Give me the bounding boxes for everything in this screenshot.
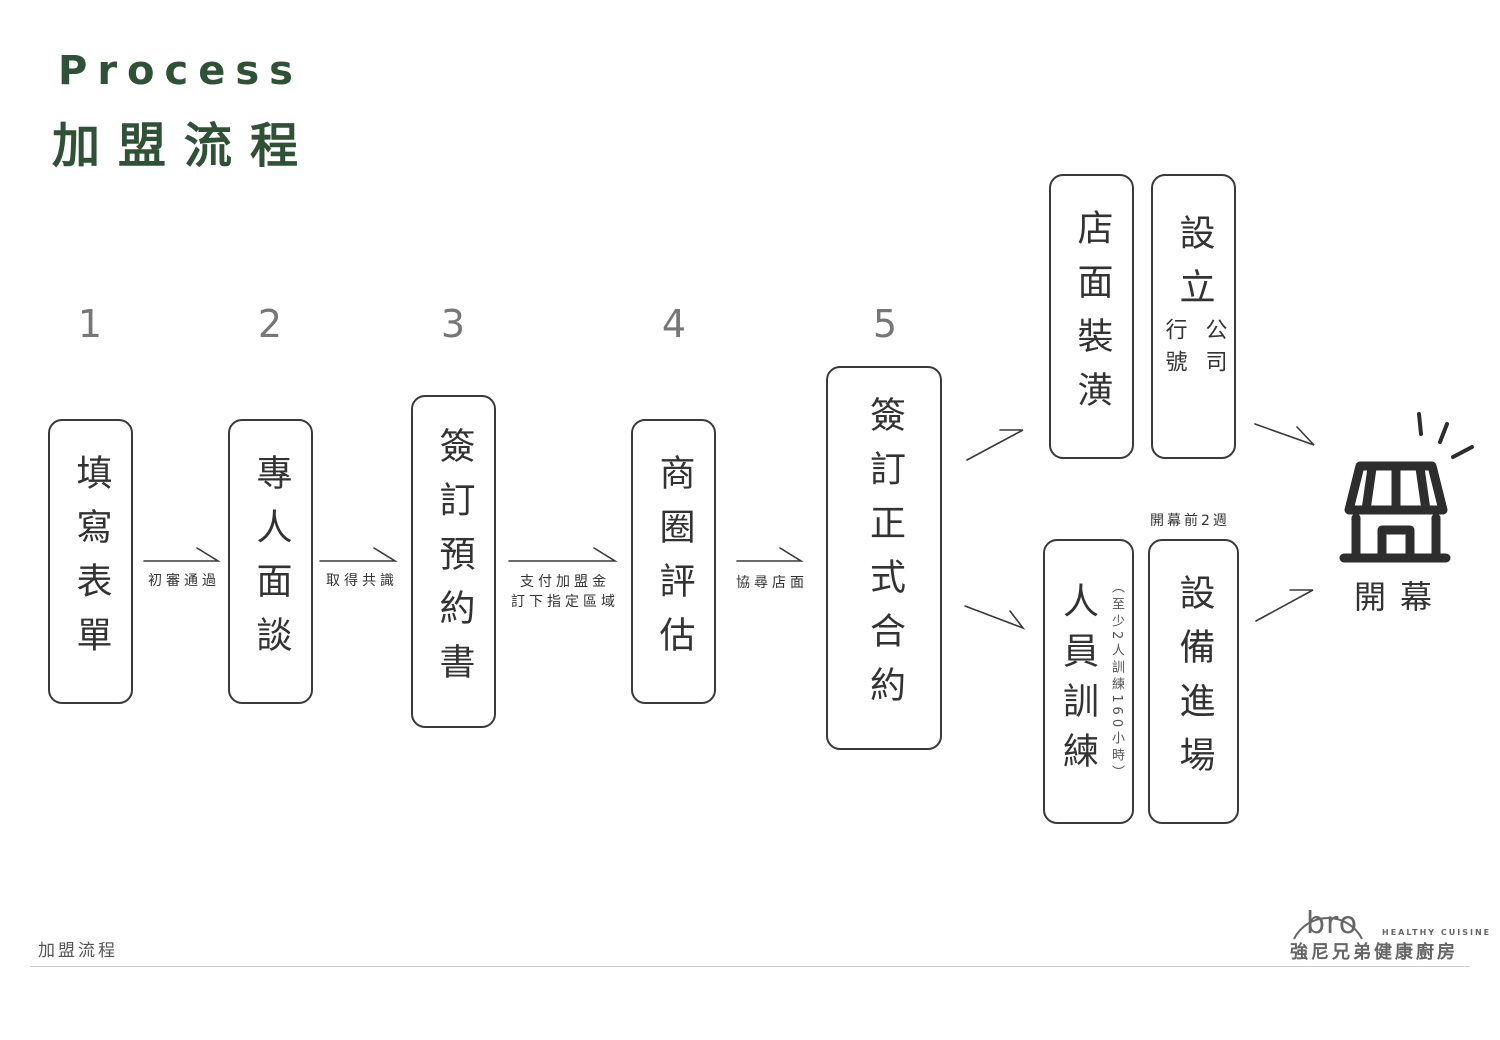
footer-divider [30, 966, 1470, 967]
arrow-1-2 [143, 547, 221, 562]
equipment-note: 開幕前2週 [1150, 513, 1230, 529]
renovation-box: 店面裝潢 [1049, 174, 1134, 459]
company-col-1: 公司 [1201, 318, 1227, 382]
step-text-1: 填寫表單 [70, 453, 112, 670]
company-box: 設立 公司 行號 [1151, 174, 1236, 459]
arrow-to-open-top [1254, 423, 1315, 446]
transition-label-2: 取得共識 [326, 573, 398, 589]
arrow-3-4 [508, 547, 618, 562]
step-box-1: 填寫表單 [48, 419, 133, 704]
equipment-text: 設備進場 [1173, 573, 1215, 790]
step-text-5: 簽訂正式合約 [864, 396, 905, 720]
spark-lines [1417, 412, 1474, 459]
company-sub-cols: 公司 行號 [1158, 318, 1230, 382]
storefront-icon [1339, 461, 1451, 563]
title-english: Process [58, 48, 303, 94]
brand-tagline: HEALTHY CUISINE [1382, 928, 1492, 937]
step-number-5: 5 [872, 302, 898, 346]
step-box-3: 簽訂預約書 [411, 395, 496, 728]
transition-label-4: 協尋店面 [736, 575, 808, 591]
arrow-to-open-bottom [1255, 589, 1314, 622]
training-note: （至少2人訓練160小時） [1109, 580, 1124, 783]
open-label: 開幕 [1354, 578, 1447, 616]
step-number-2: 2 [257, 302, 283, 346]
training-text: 人員訓練 [1057, 581, 1098, 782]
brand-logo: bro [1306, 906, 1359, 941]
step-text-4: 商圈評估 [653, 453, 695, 670]
step-text-2: 專人面談 [250, 453, 292, 670]
arrow-2-3 [319, 547, 398, 562]
brand-name: 強尼兄弟健康廚房 [1290, 942, 1458, 963]
renovation-text: 店面裝潢 [1071, 208, 1113, 425]
step-box-5: 簽訂正式合約 [826, 366, 942, 750]
brand-arc-icon [1293, 917, 1363, 940]
step-number-3: 3 [440, 302, 466, 346]
transition-label-1: 初審通過 [148, 573, 220, 589]
equipment-box: 設備進場 [1148, 539, 1239, 824]
training-box: 人員訓練 （至少2人訓練160小時） [1043, 539, 1134, 824]
arrow-4-5 [736, 547, 804, 562]
step-number-1: 1 [77, 302, 103, 346]
arrow-branch-top [966, 429, 1024, 461]
footer-section-label: 加盟流程 [38, 941, 118, 961]
step-box-2: 專人面談 [228, 419, 313, 704]
company-col-2: 行號 [1161, 318, 1187, 382]
step-number-4: 4 [661, 302, 687, 346]
step-text-3: 簽訂預約書 [433, 426, 475, 697]
arrow-branch-bottom [964, 605, 1026, 630]
transition-label-3a: 支付加盟金 [520, 574, 610, 590]
title-chinese: 加盟流程 [52, 118, 317, 174]
transition-label-3b: 訂下指定區域 [511, 594, 619, 610]
step-box-4: 商圈評估 [631, 419, 716, 704]
company-main-text: 設立 [1173, 214, 1215, 322]
